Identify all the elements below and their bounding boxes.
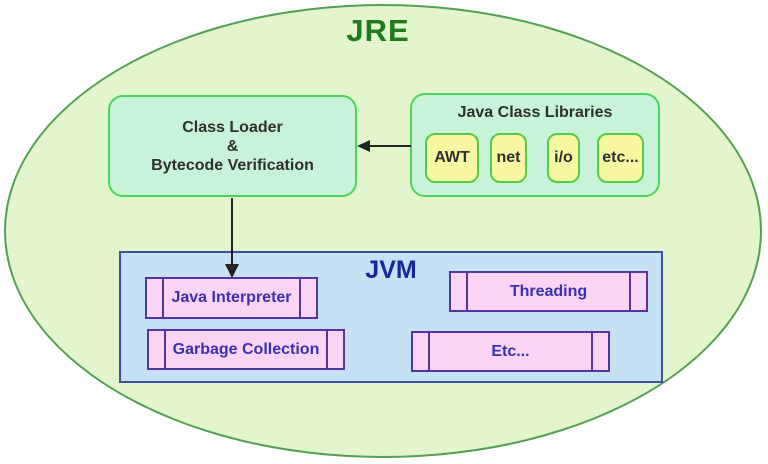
jvm-component-label: Threading [509,282,588,300]
class-loader-line-1: Class Loader [182,118,283,136]
library-item-net: net [490,133,527,183]
class-loader-line-2: & [226,137,239,155]
jvm-component-label: Etc... [491,342,530,360]
java-class-libraries-title: Java Class Libraries [457,104,613,121]
jre-ellipse [4,4,762,458]
java-class-libraries-box: Java Class Libraries AWT net i/o etc... [410,93,660,197]
class-loader-line-3: Bytecode Verification [151,156,314,174]
jre-title: JRE [346,13,410,48]
jvm-component-etc: Etc... [411,331,610,372]
library-item-etc: etc... [597,133,644,183]
jvm-component-label: Garbage Collection [172,340,320,358]
left-divider [164,331,166,368]
class-loader-box: Class Loader & Bytecode Verification [108,95,357,197]
library-item-io: i/o [547,133,580,183]
jvm-component-threading: Threading [449,271,648,312]
left-divider [162,279,164,317]
jvm-component-java-interpreter: Java Interpreter [145,277,318,319]
jvm-component-garbage-collection: Garbage Collection [147,329,345,370]
right-divider [299,279,301,317]
right-divider [326,331,328,368]
jvm-title: JVM [365,256,417,284]
jvm-component-label: Java Interpreter [171,289,292,306]
right-divider [629,273,631,310]
left-divider [466,273,468,310]
library-item-awt: AWT [425,133,479,183]
left-divider [428,333,430,370]
right-divider [591,333,593,370]
